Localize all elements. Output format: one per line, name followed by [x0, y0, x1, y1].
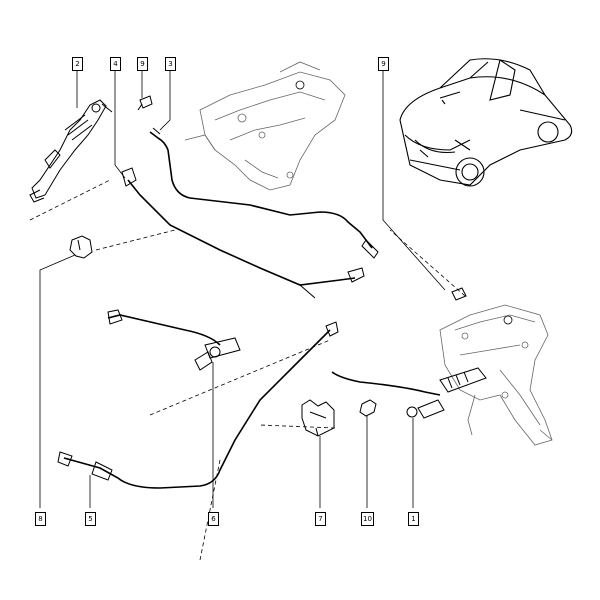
clip-part-8 [69, 235, 93, 259]
callout-9-top: 9 [137, 57, 148, 71]
callout-7: 7 [315, 512, 326, 526]
callout-9-right: 9 [378, 57, 389, 71]
hose-part-1 [331, 367, 487, 419]
callout-8: 8 [35, 512, 46, 526]
leader-lines [29, 179, 466, 561]
car-illustration [399, 58, 573, 187]
bracket-part-7 [301, 399, 335, 437]
ring-part-10 [359, 399, 377, 417]
callout-1: 1 [408, 512, 419, 526]
clip-part-9-top [137, 95, 153, 111]
pipe-part-5 [57, 321, 339, 489]
pedal-bracket-bottom [439, 304, 553, 446]
callout-3: 3 [165, 57, 176, 71]
clip-part-9-right [451, 287, 467, 301]
pipe-part-3 [149, 127, 379, 259]
callout-10: 10 [361, 512, 374, 526]
callout-2: 2 [72, 57, 83, 71]
callout-4: 4 [110, 57, 121, 71]
callout-leaders [39, 67, 446, 508]
hose-part-6 [107, 309, 241, 371]
callout-5: 5 [85, 512, 96, 526]
pipe-part-4 [121, 167, 365, 299]
callout-6: 6 [208, 512, 219, 526]
master-cylinder [29, 99, 113, 203]
pedal-bracket-top [184, 61, 346, 191]
